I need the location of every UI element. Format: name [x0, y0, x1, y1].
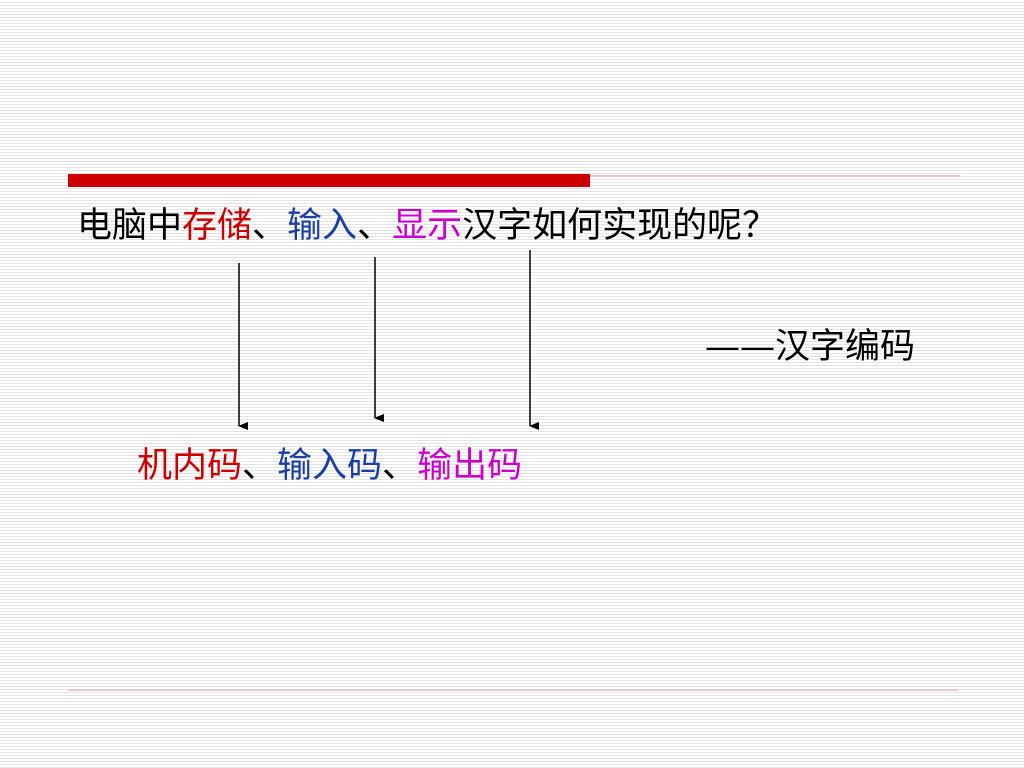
title-bar-red	[68, 174, 590, 187]
question-separator-1: 、	[252, 206, 288, 246]
title-bar-thin-rule	[590, 175, 960, 177]
code-internal: 机内码	[137, 446, 243, 486]
word-display: 显示	[392, 206, 463, 246]
question-prefix: 电脑中	[77, 206, 183, 246]
code-separator-1: 、	[242, 446, 278, 486]
word-input: 输入	[287, 206, 358, 246]
code-types: 机内码、输入码、输出码	[137, 440, 522, 492]
code-input: 输入码	[277, 446, 383, 486]
code-separator-2: 、	[382, 446, 418, 486]
word-storage: 存储	[182, 206, 253, 246]
question-suffix: 汉字如何实现的呢？	[462, 206, 778, 246]
question-text: 电脑中存储、输入、显示汉字如何实现的呢？	[77, 200, 777, 252]
subtitle-hanzi-encoding: ——汉字编码	[705, 327, 916, 367]
question-separator-2: 、	[357, 206, 393, 246]
code-output: 输出码	[417, 446, 523, 486]
footer-rule	[68, 689, 958, 691]
